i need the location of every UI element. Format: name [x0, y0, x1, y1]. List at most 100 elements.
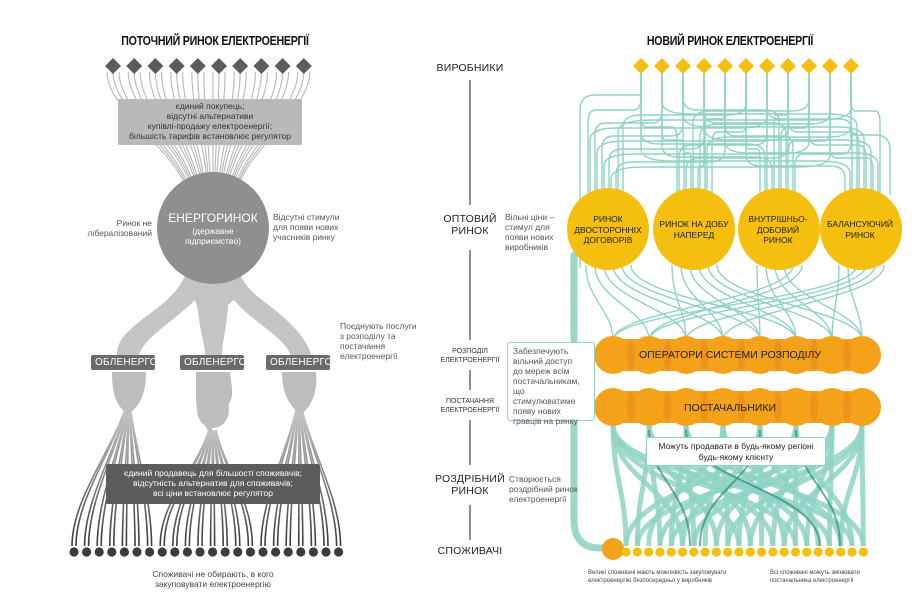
market-operator-line	[847, 264, 863, 341]
right-title: НОВИЙ РИНОК ЕЛЕКТРОЕНЕРГІЇ	[646, 34, 814, 48]
consumer-dot	[233, 547, 243, 557]
producer-market-line	[608, 72, 705, 193]
producer-diamond	[738, 58, 754, 74]
note-not-liberalized: Ринок не лібералізований	[87, 218, 152, 238]
market-node	[738, 188, 820, 270]
producer-market-line	[587, 72, 642, 193]
consumer-dot	[283, 547, 293, 557]
producer-market-line	[601, 72, 684, 193]
market-label-4: БАЛАНСУЮЧИЙ РИНОК	[826, 219, 894, 240]
market-operator-line	[594, 264, 650, 341]
consumer-dot	[723, 547, 733, 557]
producer-diamond	[253, 58, 270, 74]
right-shapes	[567, 188, 902, 426]
producer-market-line	[808, 72, 867, 193]
hub-subtitle: (державне підприємство)	[185, 226, 241, 246]
market-operator-line	[621, 264, 761, 341]
producer-diamond	[168, 58, 185, 74]
oblenergo-1-funnel	[112, 372, 146, 415]
direct-link-big-consumer	[570, 251, 611, 552]
operator-overlap	[810, 340, 818, 370]
note-free-prices: Вільні ціни – стимул для появи нових вир…	[505, 212, 555, 252]
oblenergo-2-bulb	[197, 392, 229, 428]
market-operator-line	[831, 264, 840, 341]
supplier-overlap	[737, 392, 746, 422]
note-big-consumers: Великі споживачі мають можливість закупо…	[588, 570, 727, 584]
consumer-line	[87, 409, 127, 547]
energorynok-hub	[157, 172, 269, 284]
retail-line	[838, 424, 865, 547]
consumer-dot	[308, 547, 318, 557]
consumer-dot	[82, 547, 92, 557]
consumer-dot	[170, 547, 180, 557]
producer-market-line	[692, 72, 810, 193]
axis-distribution: РОЗПОДІЛ ЕЛЕКТРОЕНЕРГІЇ	[440, 348, 500, 364]
oblenergo-label-1: ОБЛЕНЕРГО	[91, 355, 157, 370]
producer-diamond	[822, 58, 838, 74]
consumer-dot	[632, 547, 642, 557]
market-operator-line	[716, 264, 863, 341]
consumer-dot	[182, 547, 192, 557]
market-operator-line	[648, 264, 803, 341]
market-operator-line	[612, 264, 794, 341]
consumer-dot	[677, 547, 688, 557]
operator-overlap	[663, 340, 672, 370]
producer-diamond	[274, 58, 291, 74]
producer-market-line	[678, 72, 768, 193]
axis-wholesale: ОПТОВИЙ РИНОК	[443, 213, 497, 237]
consumer-dot	[334, 547, 344, 557]
consumer-dot	[195, 547, 205, 557]
producer-market-line	[794, 72, 852, 193]
consumer-dot	[824, 547, 835, 557]
producer-market-line	[787, 72, 860, 193]
producer-diamond	[633, 58, 649, 74]
market-operator-line	[612, 264, 858, 341]
producer-market-line	[617, 72, 852, 193]
market-operator-line	[648, 264, 867, 341]
producer-market-line	[682, 72, 780, 193]
left-top-box: єдиний покупець; відсутні альтернативи к…	[118, 99, 302, 145]
producer-diamond	[675, 58, 691, 74]
axis-retail: РОЗДРІБНИЙ РИНОК	[435, 473, 505, 497]
consumer-dot	[119, 547, 129, 557]
consumer-dot	[813, 547, 823, 557]
producer-diamond	[696, 58, 712, 74]
producer-market-line	[640, 72, 678, 193]
operators-label: ОПЕРАТОРИ СИСТЕМИ РОЗПОДІЛУ	[638, 349, 822, 361]
consumer-dot	[220, 547, 230, 557]
producer-market-line	[829, 72, 874, 193]
note-consumers-no-choice: Споживачі не обирають, в кого закуповува…	[152, 569, 274, 589]
producer-market-line	[699, 72, 831, 193]
note-sell-any-region: Можуть продавати в будь-якому регіоні бу…	[646, 437, 826, 466]
supplier-overlap	[774, 392, 782, 422]
operator-overlap	[843, 340, 851, 370]
producer-diamond	[147, 58, 164, 74]
left-bottom-box: єдиний продавець для більшості споживачі…	[106, 464, 320, 504]
note-retail-market: Створюється роздрібний ринок електроенер…	[509, 474, 578, 504]
producer-market-line	[711, 72, 747, 193]
axis-producers: ВИРОБНИКИ	[436, 62, 504, 74]
axis-supply: ПОСТАЧАННЯ ЕЛЕКТРОЕНЕРГІЇ	[440, 398, 500, 414]
consumer-dot	[208, 547, 218, 557]
left-shapes	[112, 172, 317, 440]
market-operator-line	[685, 264, 876, 341]
consumer-dot	[711, 547, 722, 557]
supplier-overlap	[843, 392, 851, 422]
consumer-dot	[321, 547, 331, 557]
consumer-dot	[700, 547, 710, 557]
producer-market-line	[661, 72, 858, 193]
market-operator-line	[707, 264, 833, 341]
consumer-dot	[666, 547, 676, 557]
market-label-1: РИНОК ДВОСТОРОННІХ ДОГОВОРІВ	[574, 214, 642, 245]
consumer-dot	[258, 547, 268, 557]
operator-overlap	[700, 340, 709, 370]
supplier-overlap	[663, 392, 672, 422]
producer-diamond	[654, 58, 670, 74]
supplier-overlap	[700, 392, 709, 422]
oblenergo-label-2: ОБЛЕНЕРГО	[180, 355, 246, 370]
consumer-dot	[655, 547, 665, 557]
producer-diamond	[843, 58, 859, 74]
consumer-dot	[644, 547, 654, 557]
market-operator-line	[722, 264, 885, 341]
